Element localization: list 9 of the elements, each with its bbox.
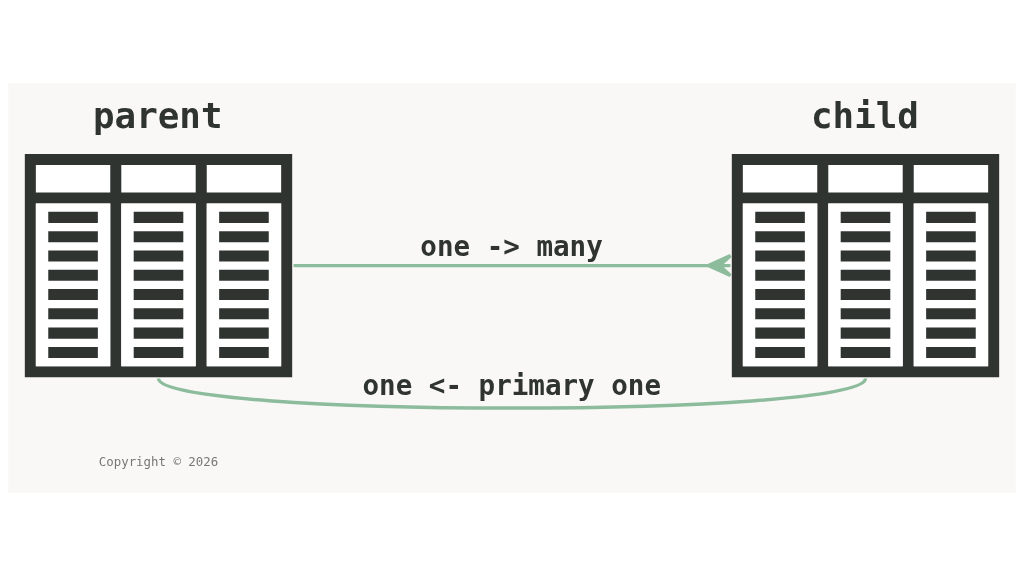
edge-label: one <- primary one bbox=[362, 369, 661, 402]
label: Copyright © 2026 bbox=[98, 453, 219, 469]
node-box bbox=[24, 153, 293, 378]
node-label: child bbox=[811, 94, 919, 136]
connector bbox=[157, 377, 867, 410]
connector bbox=[293, 253, 733, 278]
node-box bbox=[731, 153, 1000, 378]
edge-label: one -> many bbox=[420, 229, 603, 262]
node-label: parent bbox=[93, 94, 223, 136]
